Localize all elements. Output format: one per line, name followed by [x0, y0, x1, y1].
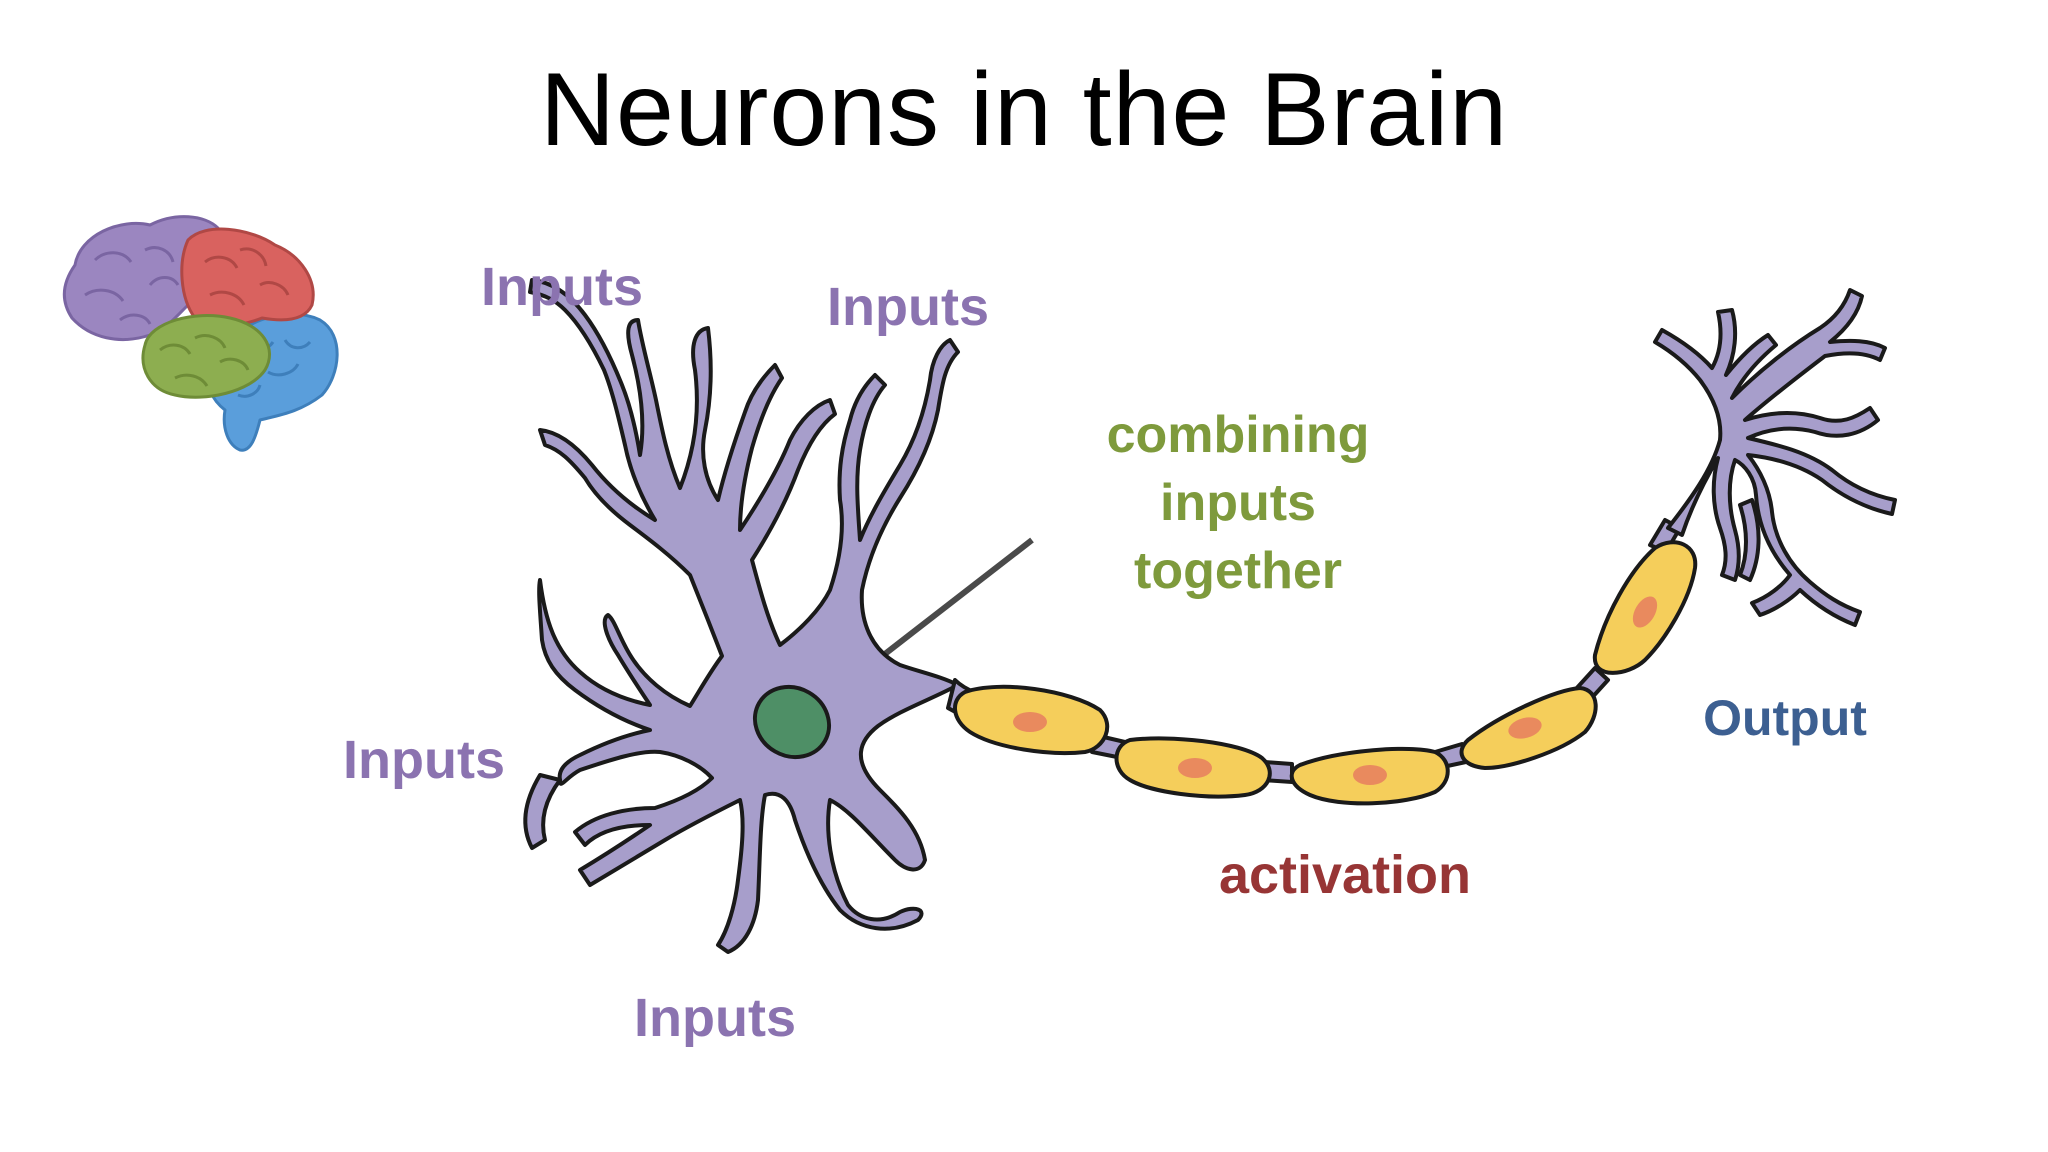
myelin-sheath-3: [1289, 746, 1450, 806]
label-activation: activation: [1219, 845, 1471, 905]
label-combining-line2: inputs: [1160, 474, 1316, 532]
label-inputs-bottom: Inputs: [634, 988, 796, 1048]
myelin-sheath-2: [1114, 736, 1272, 799]
brain-icon: [63, 215, 339, 452]
label-combining-line1: combining: [1107, 406, 1370, 464]
myelin-sheath-4: [1459, 686, 1598, 770]
label-combining-line3: together: [1134, 542, 1342, 600]
neuron-cell-body: [523, 278, 1007, 954]
label-inputs-left: Inputs: [343, 730, 505, 790]
axon: [953, 518, 1698, 806]
myelin-sheath-5: [1592, 540, 1698, 675]
label-inputs-top-left: Inputs: [481, 257, 643, 317]
label-output: Output: [1703, 690, 1867, 746]
myelin-sheath-1: [953, 684, 1110, 756]
axon-terminals: [1653, 288, 1897, 627]
label-inputs-top-right: Inputs: [827, 277, 989, 337]
nucleus: [752, 684, 832, 760]
page-title: Neurons in the Brain: [539, 52, 1509, 168]
